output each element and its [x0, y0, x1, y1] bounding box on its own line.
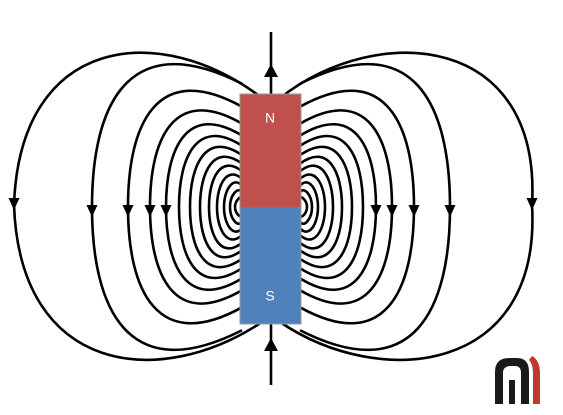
field-line-left-7	[198, 155, 243, 259]
field-lines-group	[8, 51, 538, 362]
field-arrow-right-3-icon	[386, 205, 398, 217]
axis-arrow-bottom-icon	[264, 338, 278, 351]
axis-arrow-top-icon	[264, 64, 278, 77]
field-arrow-left-3-icon	[144, 205, 156, 217]
field-line-right-8	[299, 164, 335, 250]
field-arrow-right-outer-icon	[526, 198, 538, 210]
magnet-outline	[239, 93, 302, 325]
field-line-right-10	[299, 181, 320, 233]
field-arrow-right-1-icon	[444, 205, 456, 217]
south-pole-label: S	[265, 288, 274, 304]
field-line-left-5	[177, 134, 243, 280]
field-arrow-left-outer-icon	[8, 198, 20, 210]
field-arrow-left-1-icon	[86, 205, 98, 217]
bar-magnet: N S	[239, 93, 302, 325]
field-line-right-6	[299, 145, 354, 269]
field-arrow-right-4-icon	[370, 205, 382, 217]
south-pole	[240, 207, 301, 324]
brand-logo-icon	[495, 356, 540, 404]
field-line-right-5	[299, 134, 365, 280]
field-line-left-6	[188, 145, 243, 269]
field-line-right-9	[299, 173, 327, 241]
field-arrow-left-4-icon	[160, 205, 172, 217]
north-pole-label: N	[265, 110, 275, 126]
field-arrow-left-2-icon	[122, 205, 134, 217]
field-line-right-7	[299, 155, 344, 259]
field-line-left-10	[222, 181, 243, 233]
field-line-right-11	[298, 189, 314, 225]
north-pole	[240, 94, 301, 207]
field-arrow-right-2-icon	[408, 205, 420, 217]
field-line-left-9	[215, 173, 243, 241]
field-line-left-11	[228, 189, 244, 225]
field-line-left-8	[207, 164, 243, 250]
